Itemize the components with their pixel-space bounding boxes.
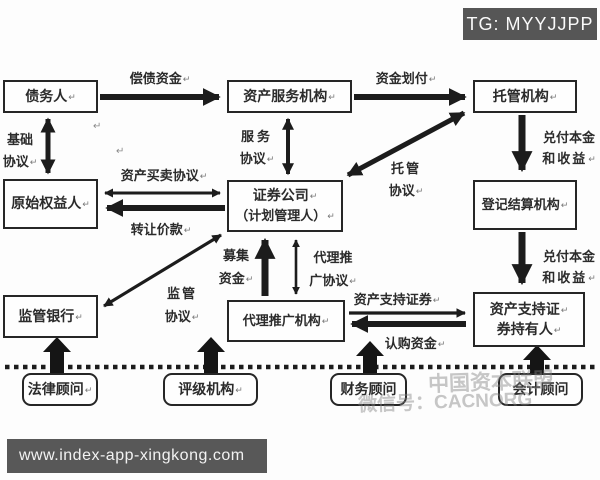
tg-badge: TG: MYYJJPP: [463, 8, 597, 40]
node-promotion-agent: 代理推广机构↵: [227, 300, 345, 342]
return-mark: ↵: [199, 171, 208, 181]
return-mark: ↵: [588, 273, 596, 283]
node-debtor: 债务人↵: [3, 80, 98, 113]
return-mark: ↵: [82, 199, 90, 209]
return-mark: ↵: [266, 154, 275, 164]
node-securities-company: 证券公司↵ （计划管理人）↵: [227, 180, 343, 232]
return-mark: ↵: [437, 339, 446, 349]
return-mark: ↵: [560, 200, 569, 210]
return-mark: ↵: [415, 186, 424, 196]
node-originator: 原始权益人↵: [3, 179, 98, 229]
arrow-rating-agency-up: [197, 337, 225, 373]
return-mark: ↵: [328, 91, 336, 102]
arrow-supervision-agreement: [103, 233, 222, 308]
node-accounting-advisor: 会计顾问: [498, 373, 583, 406]
node-abs-holders: 资产支持证↵ 券持有人↵: [473, 292, 585, 347]
edge-label-subscription-funds: 认购资金↵: [384, 336, 446, 351]
return-mark: ↵: [588, 154, 596, 164]
return-mark: ↵: [428, 74, 437, 84]
return-mark: ↵: [29, 157, 38, 167]
return-mark: ↵: [549, 91, 558, 102]
return-mark: ↵: [553, 324, 562, 335]
edge-label-custody-agreement: 托管 协议↵: [388, 161, 424, 198]
edge-label-asset-sale-agreement: 资产买卖协议↵: [120, 168, 208, 183]
return-mark: ↵: [84, 384, 93, 395]
return-mark: ↵: [235, 384, 243, 395]
return-mark: ↵: [309, 191, 318, 201]
arrow-custody-agreement: [346, 110, 466, 178]
return-mark: ↵: [75, 311, 83, 322]
return-mark: ↵: [182, 74, 191, 84]
node-asset-servicer: 资产服务机构↵: [227, 80, 352, 113]
return-mark: ↵: [183, 225, 192, 235]
return-mark: ↵: [560, 304, 569, 315]
arrow-financial-advisor-up: [356, 341, 384, 373]
stray-return-mark: ↵: [116, 146, 125, 157]
return-mark: ↵: [245, 274, 254, 284]
edge-label-transfer-price: 转让价款↵: [130, 222, 192, 237]
return-mark: ↵: [432, 295, 441, 305]
node-supervising-bank: 监管银行↵: [3, 295, 98, 338]
edge-label-service-agreement: 服务 协议↵: [239, 129, 275, 166]
edge-label-debt-repayment: 偿债资金↵: [129, 71, 191, 86]
node-rating-agency: 评级机构↵: [163, 373, 258, 406]
node-registrar: 登记结算机构↵: [473, 180, 577, 230]
edge-label-abs-securities: 资产支持证券↵: [353, 292, 441, 307]
return-mark: ↵: [321, 316, 330, 326]
edge-label-supervision-agreement: 监管 协议↵: [164, 286, 200, 324]
node-financial-advisor: 财务顾问: [330, 373, 407, 406]
edge-label-fund-transfer: 资金划付↵: [375, 71, 437, 86]
arrow-accounting-advisor-up: [523, 345, 551, 373]
edge-label-promotion-agreement: 代理推 广协议↵: [309, 250, 357, 288]
return-mark: ↵: [349, 276, 357, 286]
return-mark: ↵: [68, 91, 76, 102]
edge-label-raised-funds: 募集 资金↵: [218, 248, 254, 286]
arrow-legal-advisor-up: [43, 337, 71, 373]
edge-label-basic-agreement: 基础 协议↵: [2, 132, 38, 169]
edge-label-redeem-bottom: 兑付本金 和收益↵: [542, 249, 596, 285]
return-mark: ↵: [327, 211, 335, 221]
return-mark: ↵: [191, 312, 200, 322]
node-custodian: 托管机构↵: [473, 80, 577, 113]
url-bar: www.index-app-xingkong.com: [7, 439, 267, 473]
edge-label-redeem-top: 兑付本金 和收益↵: [542, 130, 596, 166]
node-legal-advisor: 法律顾问↵: [22, 373, 98, 406]
url-text: www.index-app-xingkong.com: [19, 447, 245, 464]
stray-return-mark: ↵: [93, 121, 102, 132]
